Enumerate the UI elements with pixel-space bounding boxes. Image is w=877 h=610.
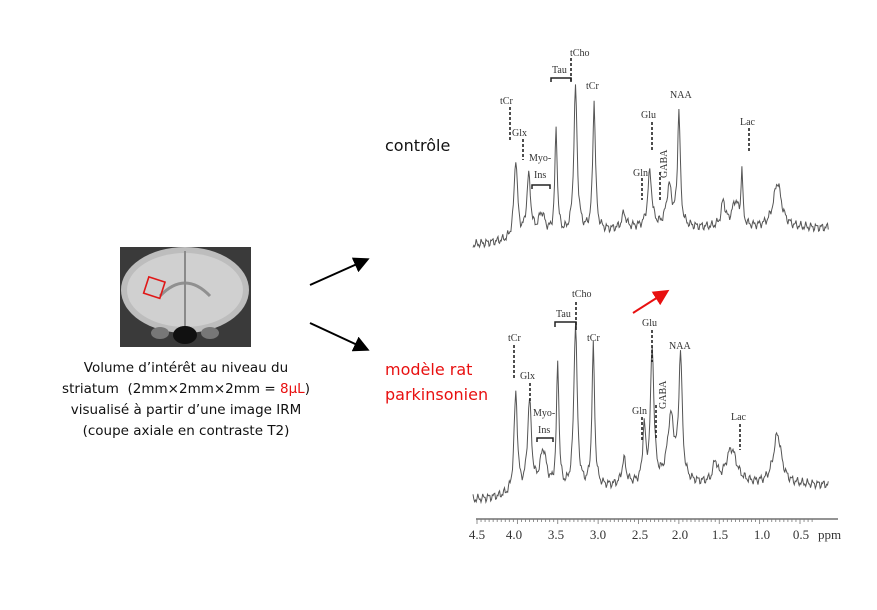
tick-label: 2.5 xyxy=(632,527,648,542)
peak-label: Ins xyxy=(538,425,550,436)
peak-label: NAA xyxy=(670,90,692,101)
peak-label: tCho xyxy=(572,289,591,300)
x-axis-labels: 4.5 4.0 3.5 3.0 2.5 2.0 1.5 1.0 0.5 ppm xyxy=(469,527,841,542)
caption-line: visualisé à partir d’une image IRM xyxy=(70,402,302,418)
peak-label: Glu xyxy=(641,110,656,121)
roi-box xyxy=(142,275,167,300)
tick-label: 2.0 xyxy=(672,527,688,542)
caption-line: striatum (2mm×2mm×2mm = 8µL) xyxy=(40,379,332,400)
peak-label: tCr xyxy=(587,333,600,344)
tick-label: 3.5 xyxy=(548,527,564,542)
peak-label: Lac xyxy=(740,117,756,128)
peak-label: tCr xyxy=(586,81,599,92)
spectrum-control xyxy=(472,84,829,249)
tick-label: 1.5 xyxy=(712,527,728,542)
volume-highlight: 8µL xyxy=(279,381,305,397)
caption-line: (coupe axiale en contraste T2) xyxy=(82,423,290,439)
annotations-model: tCho Tau tCr Glx Myo- Ins tCr Glu Gln GA… xyxy=(508,289,747,436)
peak-label: Gln xyxy=(633,168,648,179)
caption-text: ) xyxy=(304,381,310,397)
peak-label: Glx xyxy=(520,371,535,382)
caption-line: Volume d’intérêt au niveau du xyxy=(83,360,289,376)
peak-label: Tau xyxy=(552,65,567,76)
tick-label: 4.5 xyxy=(469,527,485,542)
model-label-line2: parkinsonien xyxy=(385,385,489,404)
mri-image xyxy=(120,247,251,347)
peak-label: NAA xyxy=(669,341,691,352)
tick-label: 4.0 xyxy=(506,527,522,542)
peak-label: Lac xyxy=(731,412,747,423)
caption: Volume d’intérêt au niveau du striatum (… xyxy=(40,358,332,442)
peak-label: GABA xyxy=(659,149,670,178)
red-increase-arrow xyxy=(632,289,670,314)
model-label-line1: modèle rat xyxy=(385,360,473,379)
caption-text: striatum (2mm×2mm×2mm = xyxy=(62,381,280,397)
peak-label: Tau xyxy=(556,309,571,320)
peak-label: tCho xyxy=(570,48,589,59)
peak-label: tCr xyxy=(508,333,521,344)
control-label: contrôle xyxy=(385,136,451,155)
tick-label: 0.5 xyxy=(793,527,809,542)
peak-label: Myo- xyxy=(529,153,551,164)
peak-label: Ins xyxy=(534,170,546,181)
peak-label: GABA xyxy=(658,380,669,409)
tick-label: 3.0 xyxy=(590,527,606,542)
peak-label: Myo- xyxy=(533,408,555,419)
annotations-control: tCho Tau tCr Glx Myo- Ins tCr Glu Gln GA… xyxy=(500,48,756,181)
spectrum-model xyxy=(472,325,829,505)
peak-label: Glu xyxy=(642,318,657,329)
peak-label: Glx xyxy=(512,128,527,139)
tick-label: 1.0 xyxy=(754,527,770,542)
peak-label: tCr xyxy=(500,96,513,107)
peak-label: Gln xyxy=(632,406,647,417)
arrow-to-control xyxy=(309,257,370,286)
arrow-to-model xyxy=(309,322,370,352)
axis-unit: ppm xyxy=(818,527,841,542)
